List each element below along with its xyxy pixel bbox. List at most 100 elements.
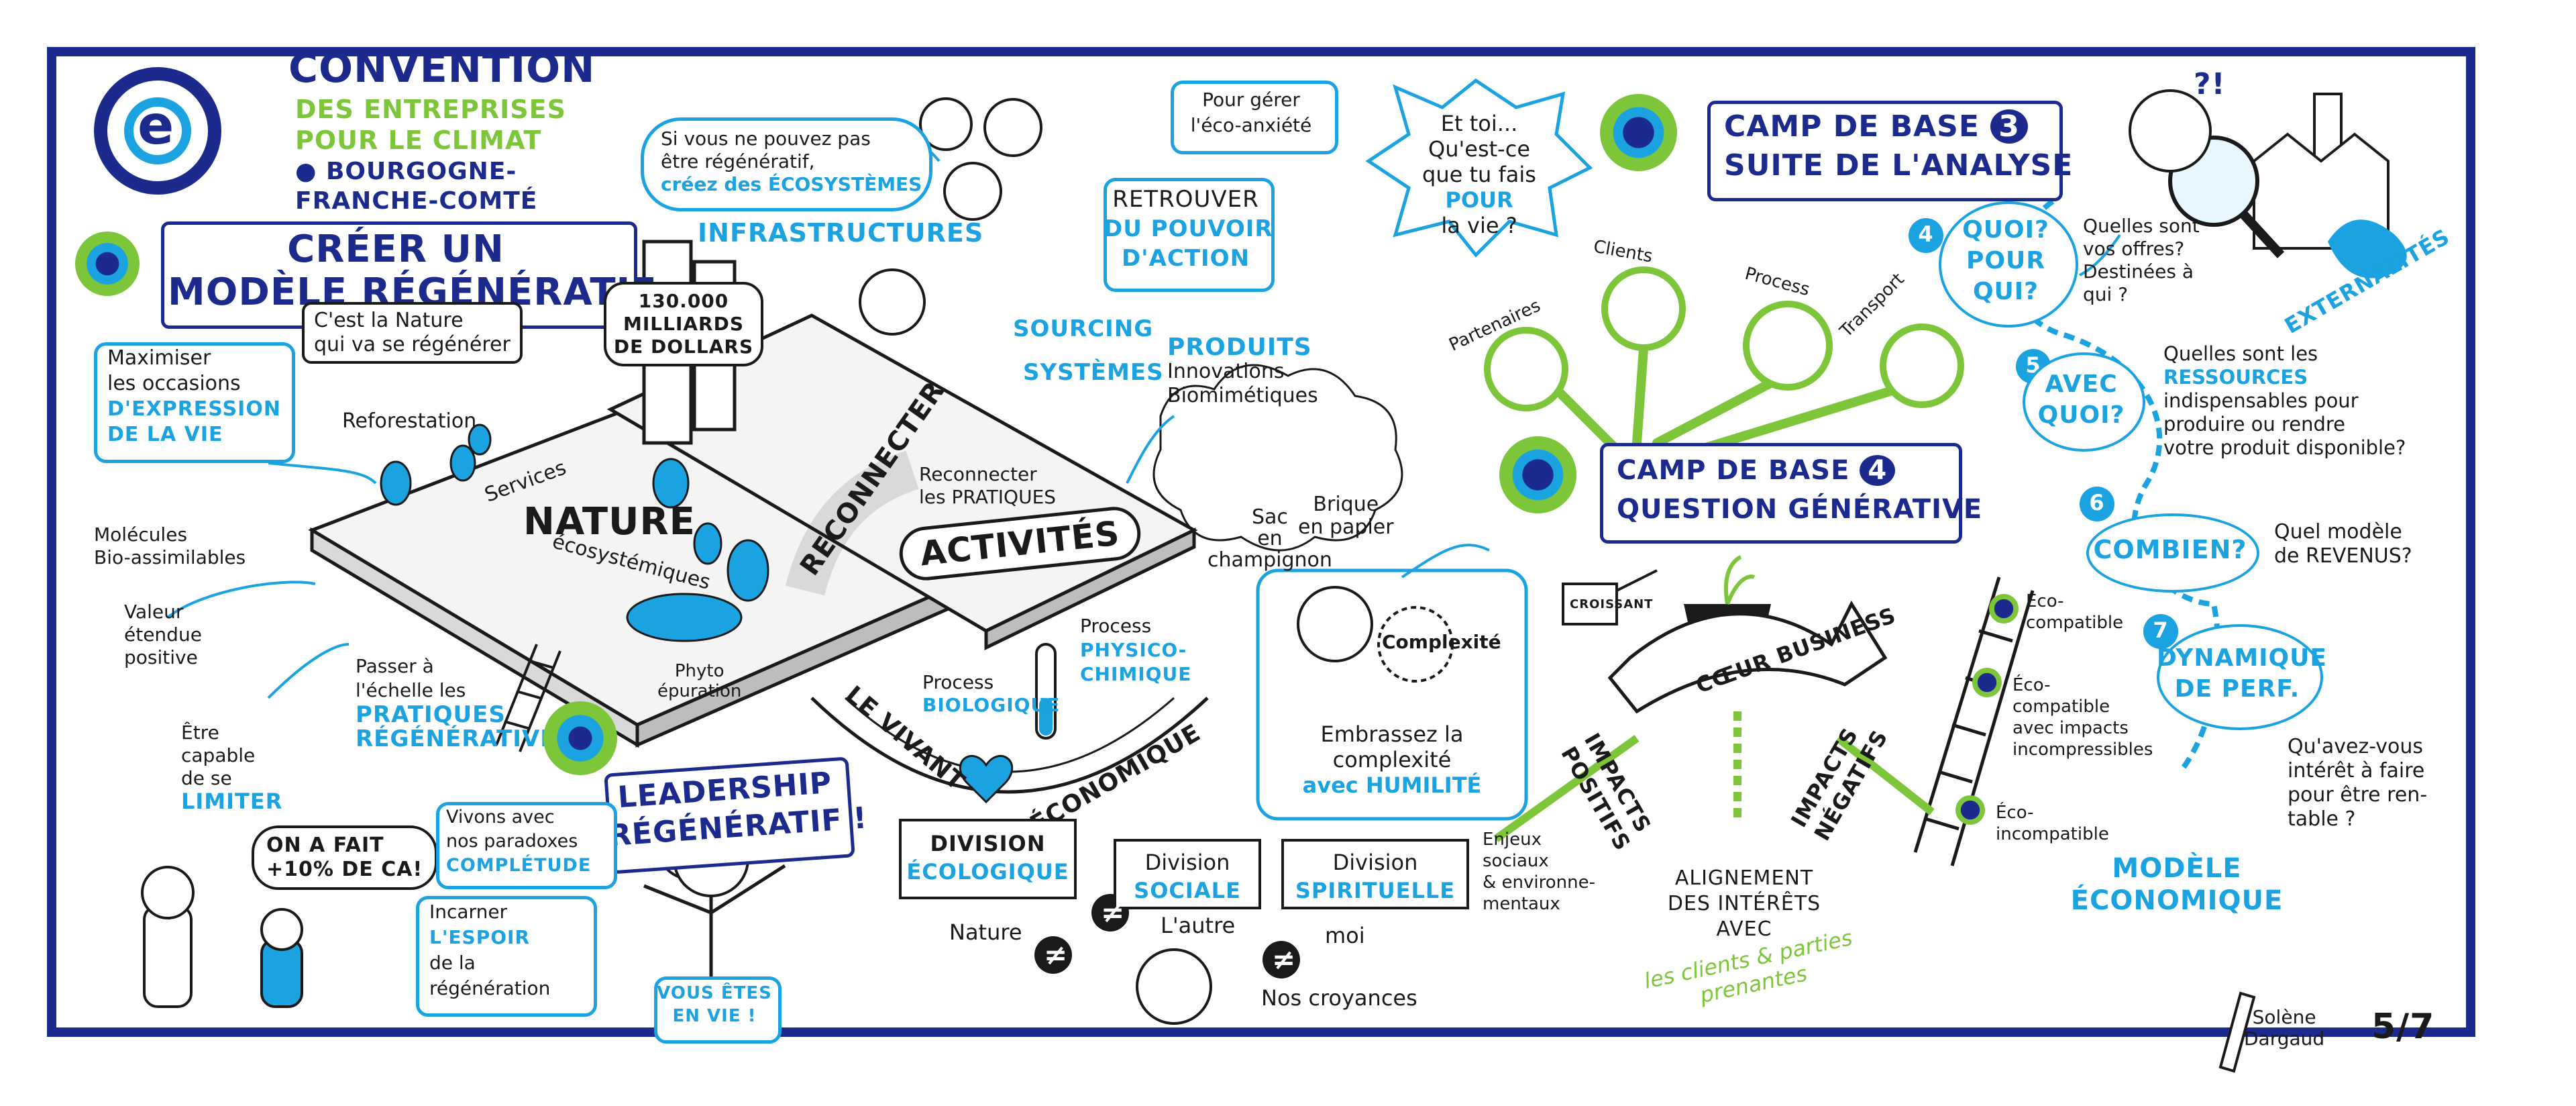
camp3-title-2: SUITE DE L'ANALYSE xyxy=(1724,148,2074,183)
espoir-1: Incarner xyxy=(429,901,508,923)
espoir-text: Incarner L'ESPOIR de la régénération xyxy=(429,899,550,1001)
division-spirituelle: Division SPIRITUELLE xyxy=(1281,839,1469,909)
ecosys-1: Si vous ne pouvez pas xyxy=(661,128,871,150)
q6-note: Quel modèle de REVENUS? xyxy=(2274,520,2412,568)
author-2: Dargaud xyxy=(2244,1027,2325,1050)
main-title: CRÉER UN MODÈLE RÉGÉNÉRATIF xyxy=(168,228,657,314)
factory-drawing xyxy=(2253,93,2390,250)
eco-imp-dot xyxy=(1972,668,2002,697)
main-title-1: CRÉER UN xyxy=(287,228,504,271)
alignement-3: avec xyxy=(1716,917,1772,941)
q5-bubble xyxy=(2023,352,2145,452)
ecosys-box xyxy=(641,117,932,211)
camp3-title: CAMP DE BASE 3 SUITE DE L'ANALYSE xyxy=(1724,107,2073,185)
ca-bubble: ON A FAIT +10% DE CA! xyxy=(252,825,438,890)
complexite-2: complexité xyxy=(1332,747,1452,772)
pratiques-label: Reconnecter les PRATIQUES xyxy=(919,463,1056,509)
eco-comp-2: compatible xyxy=(2026,613,2124,633)
coeur-banner xyxy=(1607,600,1888,714)
maximiser-3: D'EXPRESSION xyxy=(107,397,281,421)
maximiser-box xyxy=(94,342,295,463)
pond-drawing xyxy=(626,593,743,642)
q7-note-3: pour être ren- xyxy=(2288,783,2428,807)
q6-num: 6 xyxy=(2089,490,2105,515)
passer-1: Passer à xyxy=(356,655,434,677)
nature-note-2: qui va se régénérer xyxy=(314,333,511,356)
milliards-label: 130.000 milliards de dollars xyxy=(604,282,763,366)
sac-2: en xyxy=(1257,527,1283,550)
q7-text: DYNAMIQUE DE PERF. xyxy=(2157,643,2326,705)
div-eco-2: ÉCOLOGIQUE xyxy=(906,859,1069,885)
q6-note-2: de REVENUS? xyxy=(2274,544,2412,568)
page-number: 5/7 xyxy=(2371,1007,2435,1047)
phyto-label: Phyto épuration xyxy=(657,661,741,701)
eco-comp-1: Éco- xyxy=(2026,591,2064,611)
produits-label: PRODUITS Innovations Biomimétiques xyxy=(1167,336,1318,408)
complexite-1: Embrassez la xyxy=(1320,721,1464,747)
q4-note-2: vos offres? xyxy=(2083,238,2185,260)
valeur-3: positive xyxy=(124,646,198,668)
complexite-word: Complexité xyxy=(1382,631,1501,653)
q5-note-5: votre produit disponible? xyxy=(2163,436,2406,459)
q5-note-2: RESSOURCES xyxy=(2163,366,2308,389)
div-soc-1: Division xyxy=(1144,850,1230,875)
vie-2: en vie ! xyxy=(672,1006,757,1026)
author-signature: Solène Dargaud xyxy=(2244,1007,2324,1050)
neq-icon-1: ≠ xyxy=(1044,938,1068,971)
limiter-2: capable xyxy=(181,744,256,766)
gerer-1: Pour gérer xyxy=(1202,89,1300,111)
eco-inc-2: incompatible xyxy=(1996,824,2109,844)
neq-icon-3: ≠ xyxy=(1272,943,1296,976)
camp4-title-2: QUESTION GÉNÉRATIVE xyxy=(1617,494,1983,525)
sourcing-label: SOURCING xyxy=(1013,315,1154,342)
camp4-circles xyxy=(1484,266,1964,411)
vie-text: Vous êtes en vie ! xyxy=(654,982,775,1027)
complexite-frame xyxy=(1256,568,1528,821)
ecosys-text: Si vous ne pouvez pas être régénératif, … xyxy=(661,128,922,196)
valeur-label: Valeur étendue positive xyxy=(124,601,202,669)
ecosys-3: créez des ÉCOSYSTÈMES xyxy=(661,173,922,195)
eco-comp-label: Éco- compatible xyxy=(2026,591,2123,634)
produits-3: Biomimétiques xyxy=(1167,384,1318,407)
q4-1: QUOI? xyxy=(1962,216,2049,244)
q5-1: AVEC xyxy=(2045,370,2118,398)
watering-can xyxy=(1562,569,1658,625)
camp4-title: CAMP DE BASE 4 QUESTION GÉNÉRATIVE xyxy=(1617,451,1982,529)
paradox-text: Vivons avec nos paradoxes COMPLÉTUDE xyxy=(446,805,591,878)
camp3-badge xyxy=(1600,94,1677,171)
pratiques-1: Reconnecter xyxy=(919,463,1037,485)
passer-4: RÉGÉNÉRATIVES xyxy=(356,725,574,752)
q7-note-2: intérêt à faire xyxy=(2288,759,2425,783)
div-spi-2: SPIRITUELLE xyxy=(1295,878,1456,903)
brique-label: Brique en papier xyxy=(1298,493,1394,539)
camp3-title-1: CAMP DE BASE xyxy=(1724,109,1980,144)
vie-1: Vous êtes xyxy=(657,983,772,1003)
q4-num-badge xyxy=(1909,218,1943,253)
q6-note-1: Quel modèle xyxy=(2274,520,2402,544)
camp4-badge xyxy=(1499,436,1576,513)
camp3-num: 3 xyxy=(1990,109,2028,144)
enjeux-3: & environne- xyxy=(1483,872,1595,893)
ca-2: +10% DE CA! xyxy=(266,858,423,881)
sac-1: Sac xyxy=(1252,505,1288,529)
molecules-label: Molécules Bio-assimilables xyxy=(94,523,246,569)
nature-word: Nature xyxy=(949,919,1022,945)
reforestation-label: Reforestation xyxy=(342,409,477,433)
paradox-2: nos paradoxes xyxy=(446,831,578,852)
location-pin-icon: ● xyxy=(295,158,317,185)
leadership-badge xyxy=(543,701,617,775)
ca-1: ON A FAIT xyxy=(266,834,384,857)
passer-label: Passer à l'échelle les PRATIQUES RÉGÉNÉR… xyxy=(356,654,574,751)
limiter-1: Être xyxy=(181,721,219,744)
heart-icon xyxy=(959,755,1014,804)
limiter-label: Être capable de se LIMITER xyxy=(181,721,282,813)
ecosys-2: être régénératif, xyxy=(661,150,815,172)
q5-note-3: indispensables pour xyxy=(2163,389,2359,412)
q7-num: 7 xyxy=(2153,617,2169,643)
q4-note-4: qui ? xyxy=(2083,283,2129,305)
pouvoir-3: D'ACTION xyxy=(1121,245,1250,272)
toi-2: Qu'est-ce xyxy=(1428,136,1530,162)
header-subtitle: DES ENTREPRISES POUR LE CLIMAT xyxy=(295,94,566,156)
div-soc-2: SOCIALE xyxy=(1134,878,1241,903)
molecules-2: Bio-assimilables xyxy=(94,546,246,568)
